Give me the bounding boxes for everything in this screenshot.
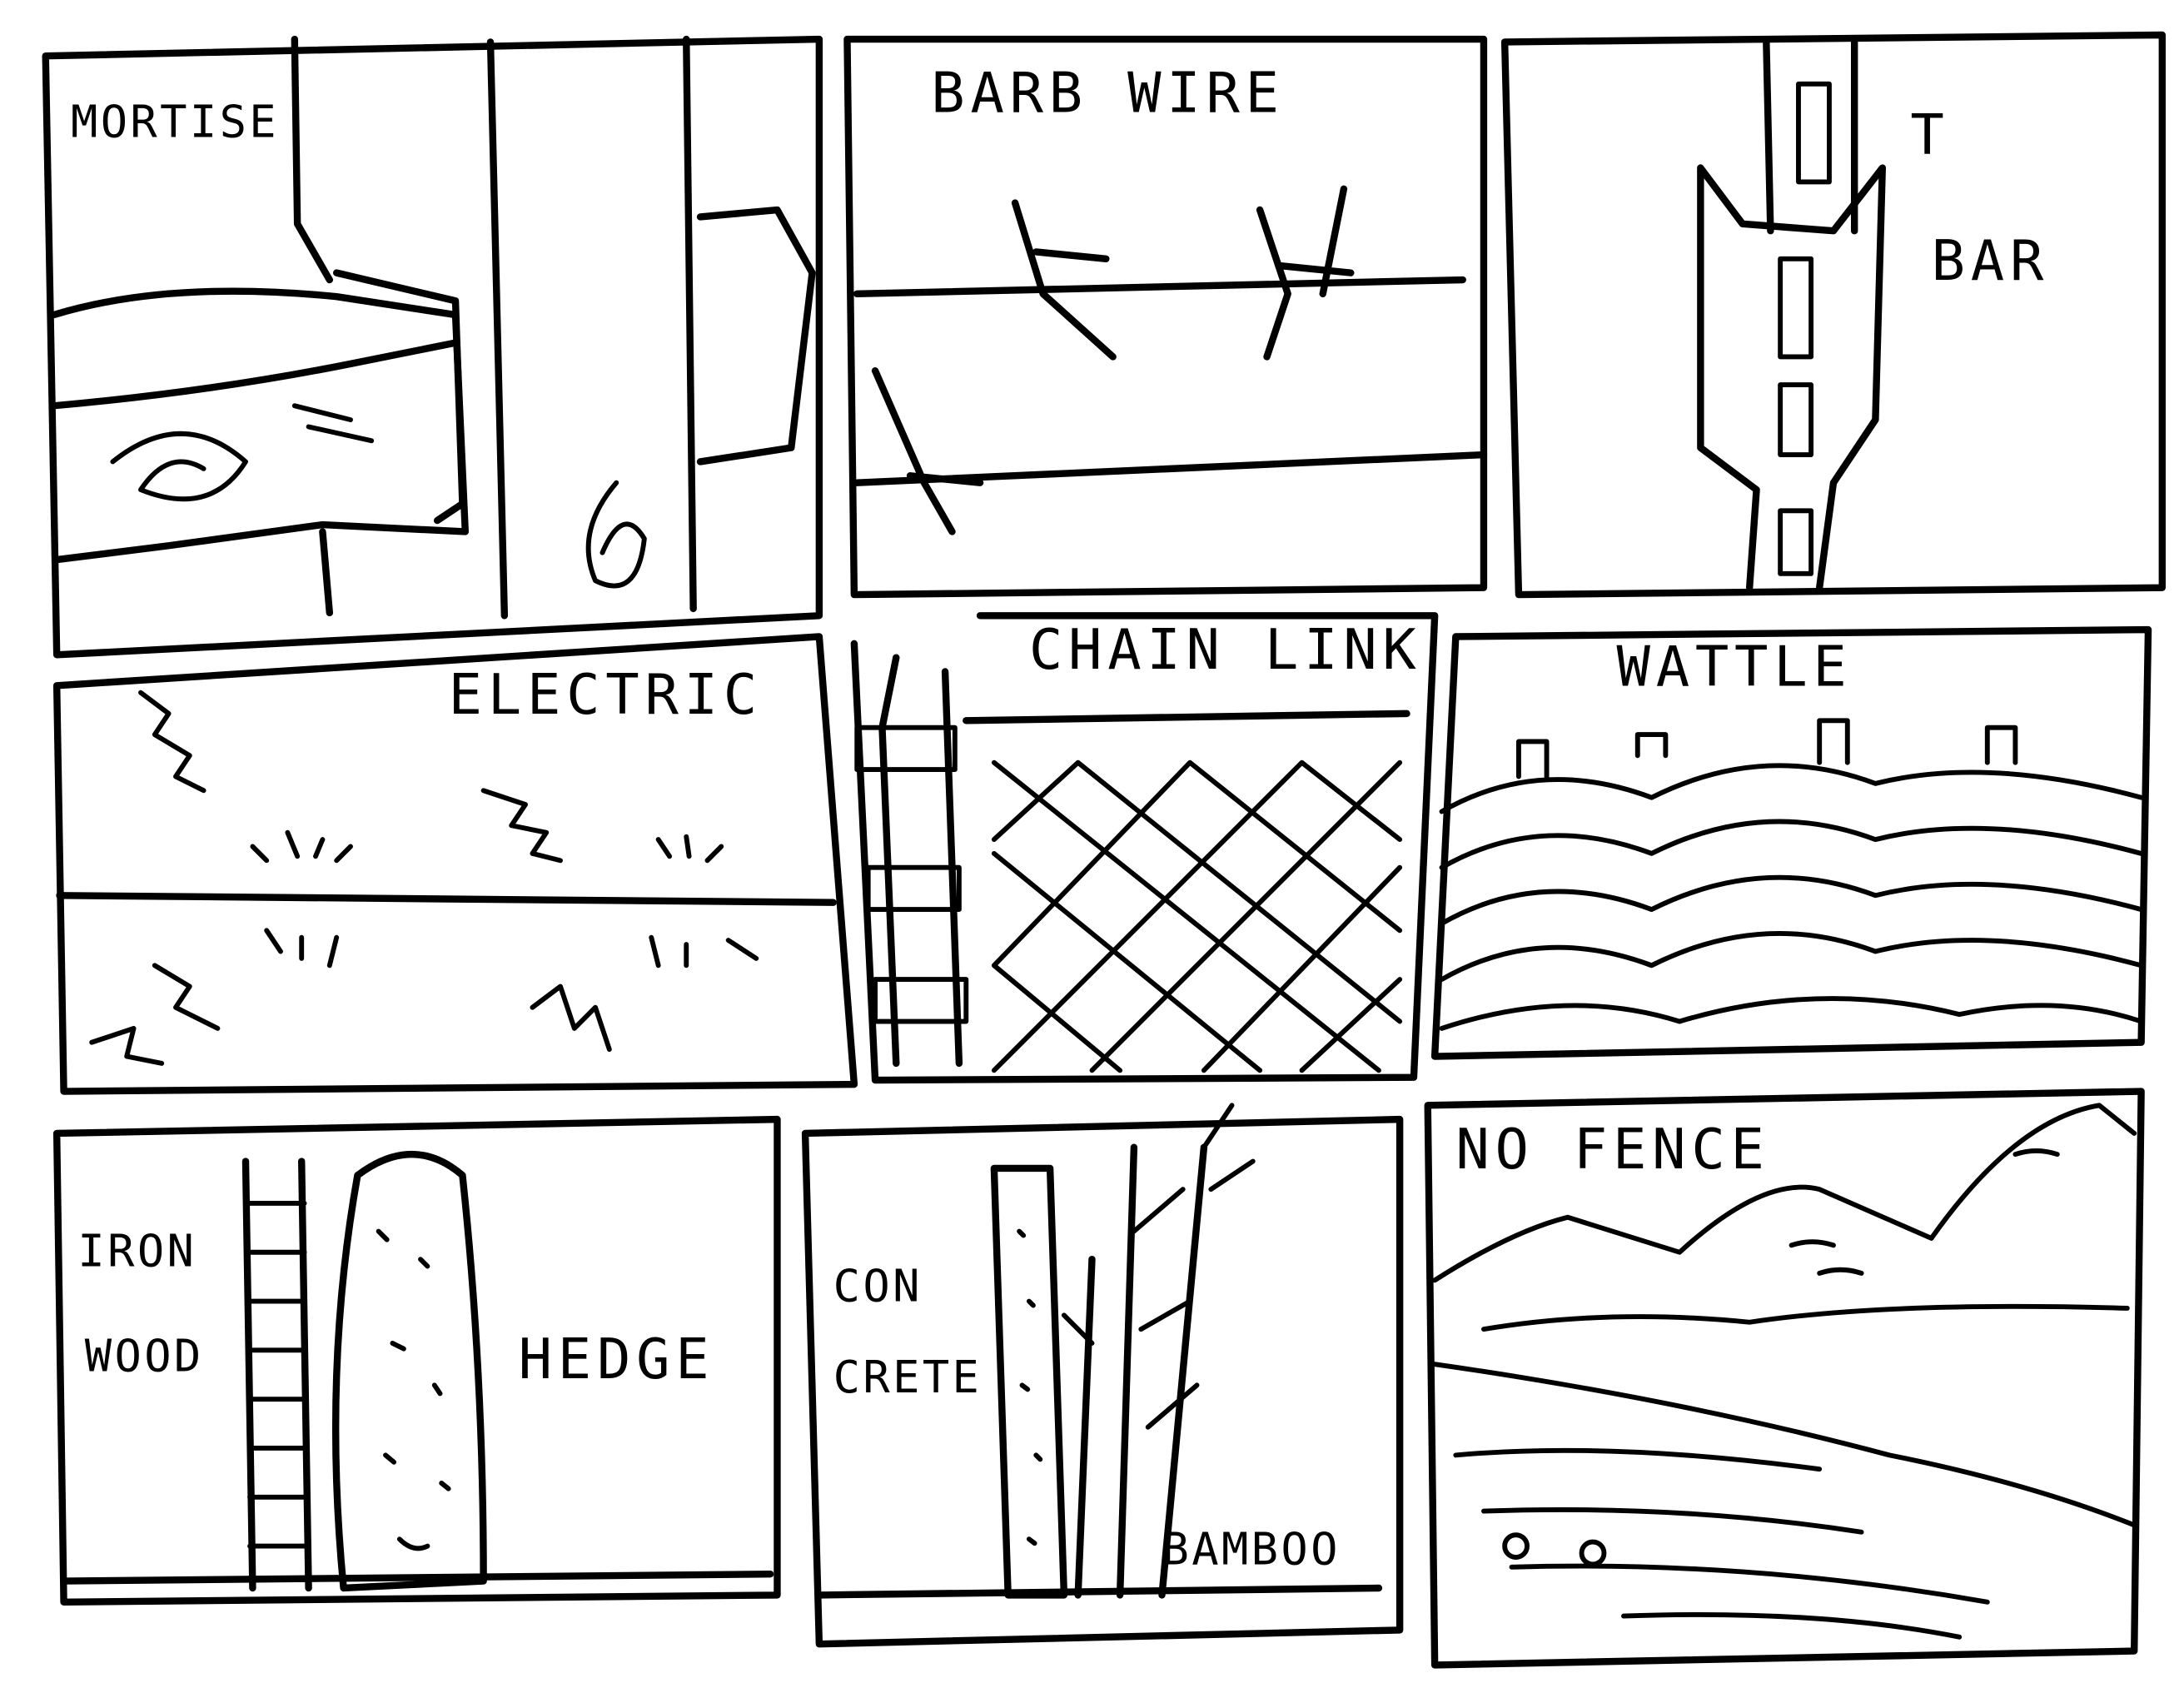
barb-wire-label: BARB WIRE (931, 60, 1285, 125)
no-fence-label: NO FENCE (1455, 1117, 1769, 1182)
panel-iron-wood-hedge: IRON WOOD HEDGE (52, 1115, 781, 1606)
crete-label: CRETE (833, 1351, 983, 1403)
bamboo-label: BAMBOO (1162, 1522, 1341, 1575)
mortise-label: MORTISE (71, 96, 279, 148)
t-bar-label-bar: BAR (1932, 228, 2050, 293)
con-label: CON (833, 1260, 923, 1312)
panel-t-bar: T BAR (1500, 31, 2167, 599)
panel-wattle: WATTLE (1430, 625, 2152, 1060)
hedge-label: HEDGE (519, 1327, 715, 1392)
electric-label: ELECTRIC (449, 662, 763, 727)
panel-barb-wire: BARB WIRE (843, 35, 1488, 599)
t-bar-label-t: T (1910, 102, 1949, 167)
wattle-label: WATTLE (1617, 634, 1853, 699)
panel-electric: ELECTRIC (52, 633, 858, 1095)
panel-mortise: MORTISE (42, 35, 823, 659)
wood-label: WOOD (85, 1330, 204, 1382)
chain-link-label: CHAIN LINK (1029, 617, 1422, 682)
panel-concrete-bamboo: CON CRETE BAMBOO (801, 1103, 1404, 1648)
panel-no-fence: NO FENCE (1424, 1088, 2145, 1669)
panel-chain-link: CHAIN LINK (850, 612, 1439, 1084)
iron-label: IRON (77, 1225, 197, 1277)
